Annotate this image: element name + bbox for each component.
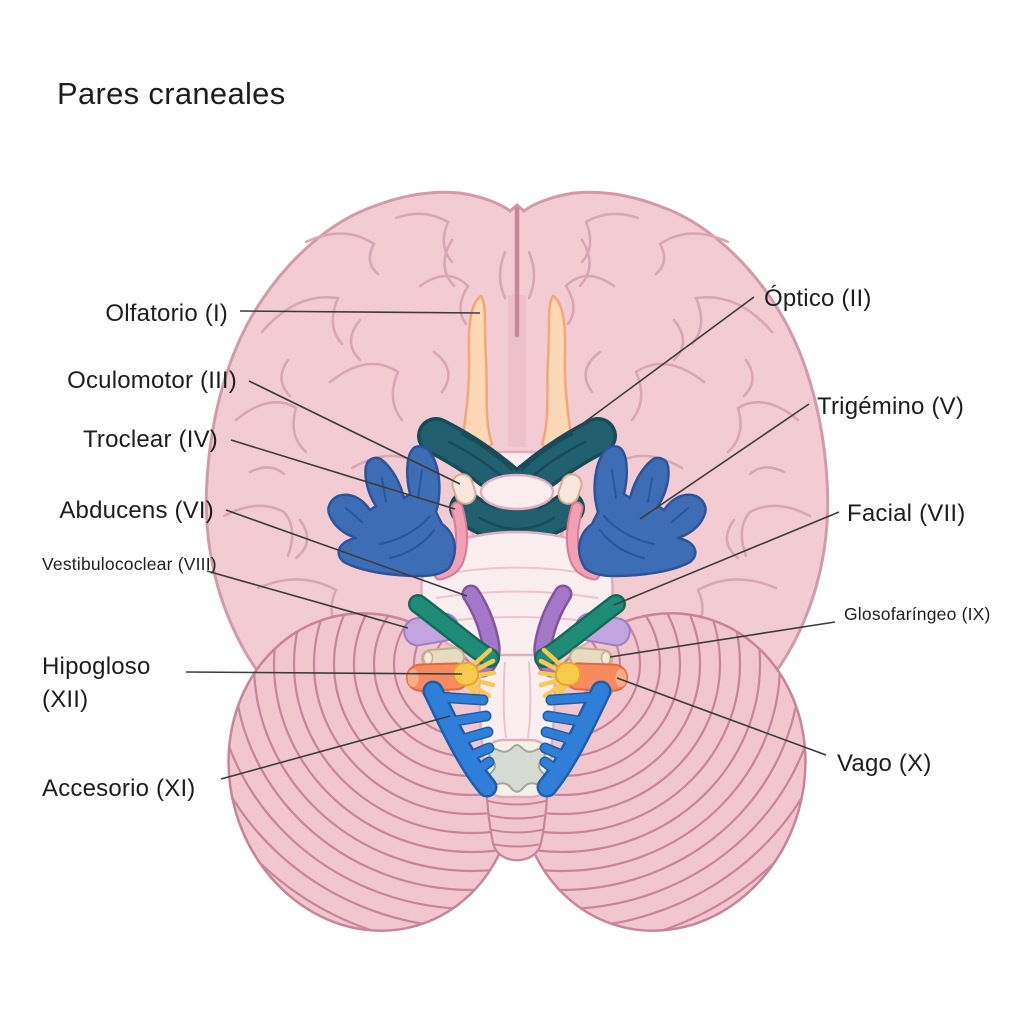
longitudinal-fissure-strip [508,295,526,447]
oculomotor-nerve-shape [557,473,583,505]
leader-abducens [225,509,468,597]
label-abducens: Abducens (VI) [59,497,214,524]
accessory-nerve-shape [536,680,612,798]
medulla-lines [502,661,532,739]
spinal-gray-matter [487,744,547,793]
label-vago: Vago (X) [837,750,932,777]
label-accesorio: Accesorio (XI) [42,775,196,802]
leader-lines [185,296,840,780]
leader-vago [616,677,827,756]
label-oculomotor: Oculomotor (III) [67,367,237,394]
leader-olfatorio [239,310,481,314]
label-optico: Óptico (II) [764,285,872,312]
label-troclear: Troclear (IV) [82,426,218,453]
leader-oculomotor [248,380,461,485]
label-hipogloso: Hipogloso (XII) [42,653,151,714]
leader-facial [613,511,840,606]
label-trigemino: Trigémino (V) [817,393,965,420]
leader-glosofaringeo [609,621,836,658]
leader-optico [573,296,755,431]
leader-accesorio [220,715,451,780]
label-olfatorio: Olfatorio (I) [105,300,228,327]
cranial-nerves-right [533,445,707,798]
label-vestibulococlear: Vestibulococlear (VIII) [42,554,217,574]
page-title: Pares craneales [57,76,286,111]
brainstem [417,417,617,799]
pons-lines [435,566,599,623]
trochlear-nerve-shape [565,501,601,581]
label-glosofaringeo: Glosofaríngeo (IX) [844,604,991,624]
leader-trigemino [639,403,810,520]
trigeminal-nerve-shape [577,445,707,578]
leader-vestibulococlear [206,570,409,629]
interpeduncular-region [479,473,555,511]
leader-troclear [230,439,456,510]
leader-hipogloso [185,671,463,675]
label-facial: Facial (VII) [847,500,966,527]
